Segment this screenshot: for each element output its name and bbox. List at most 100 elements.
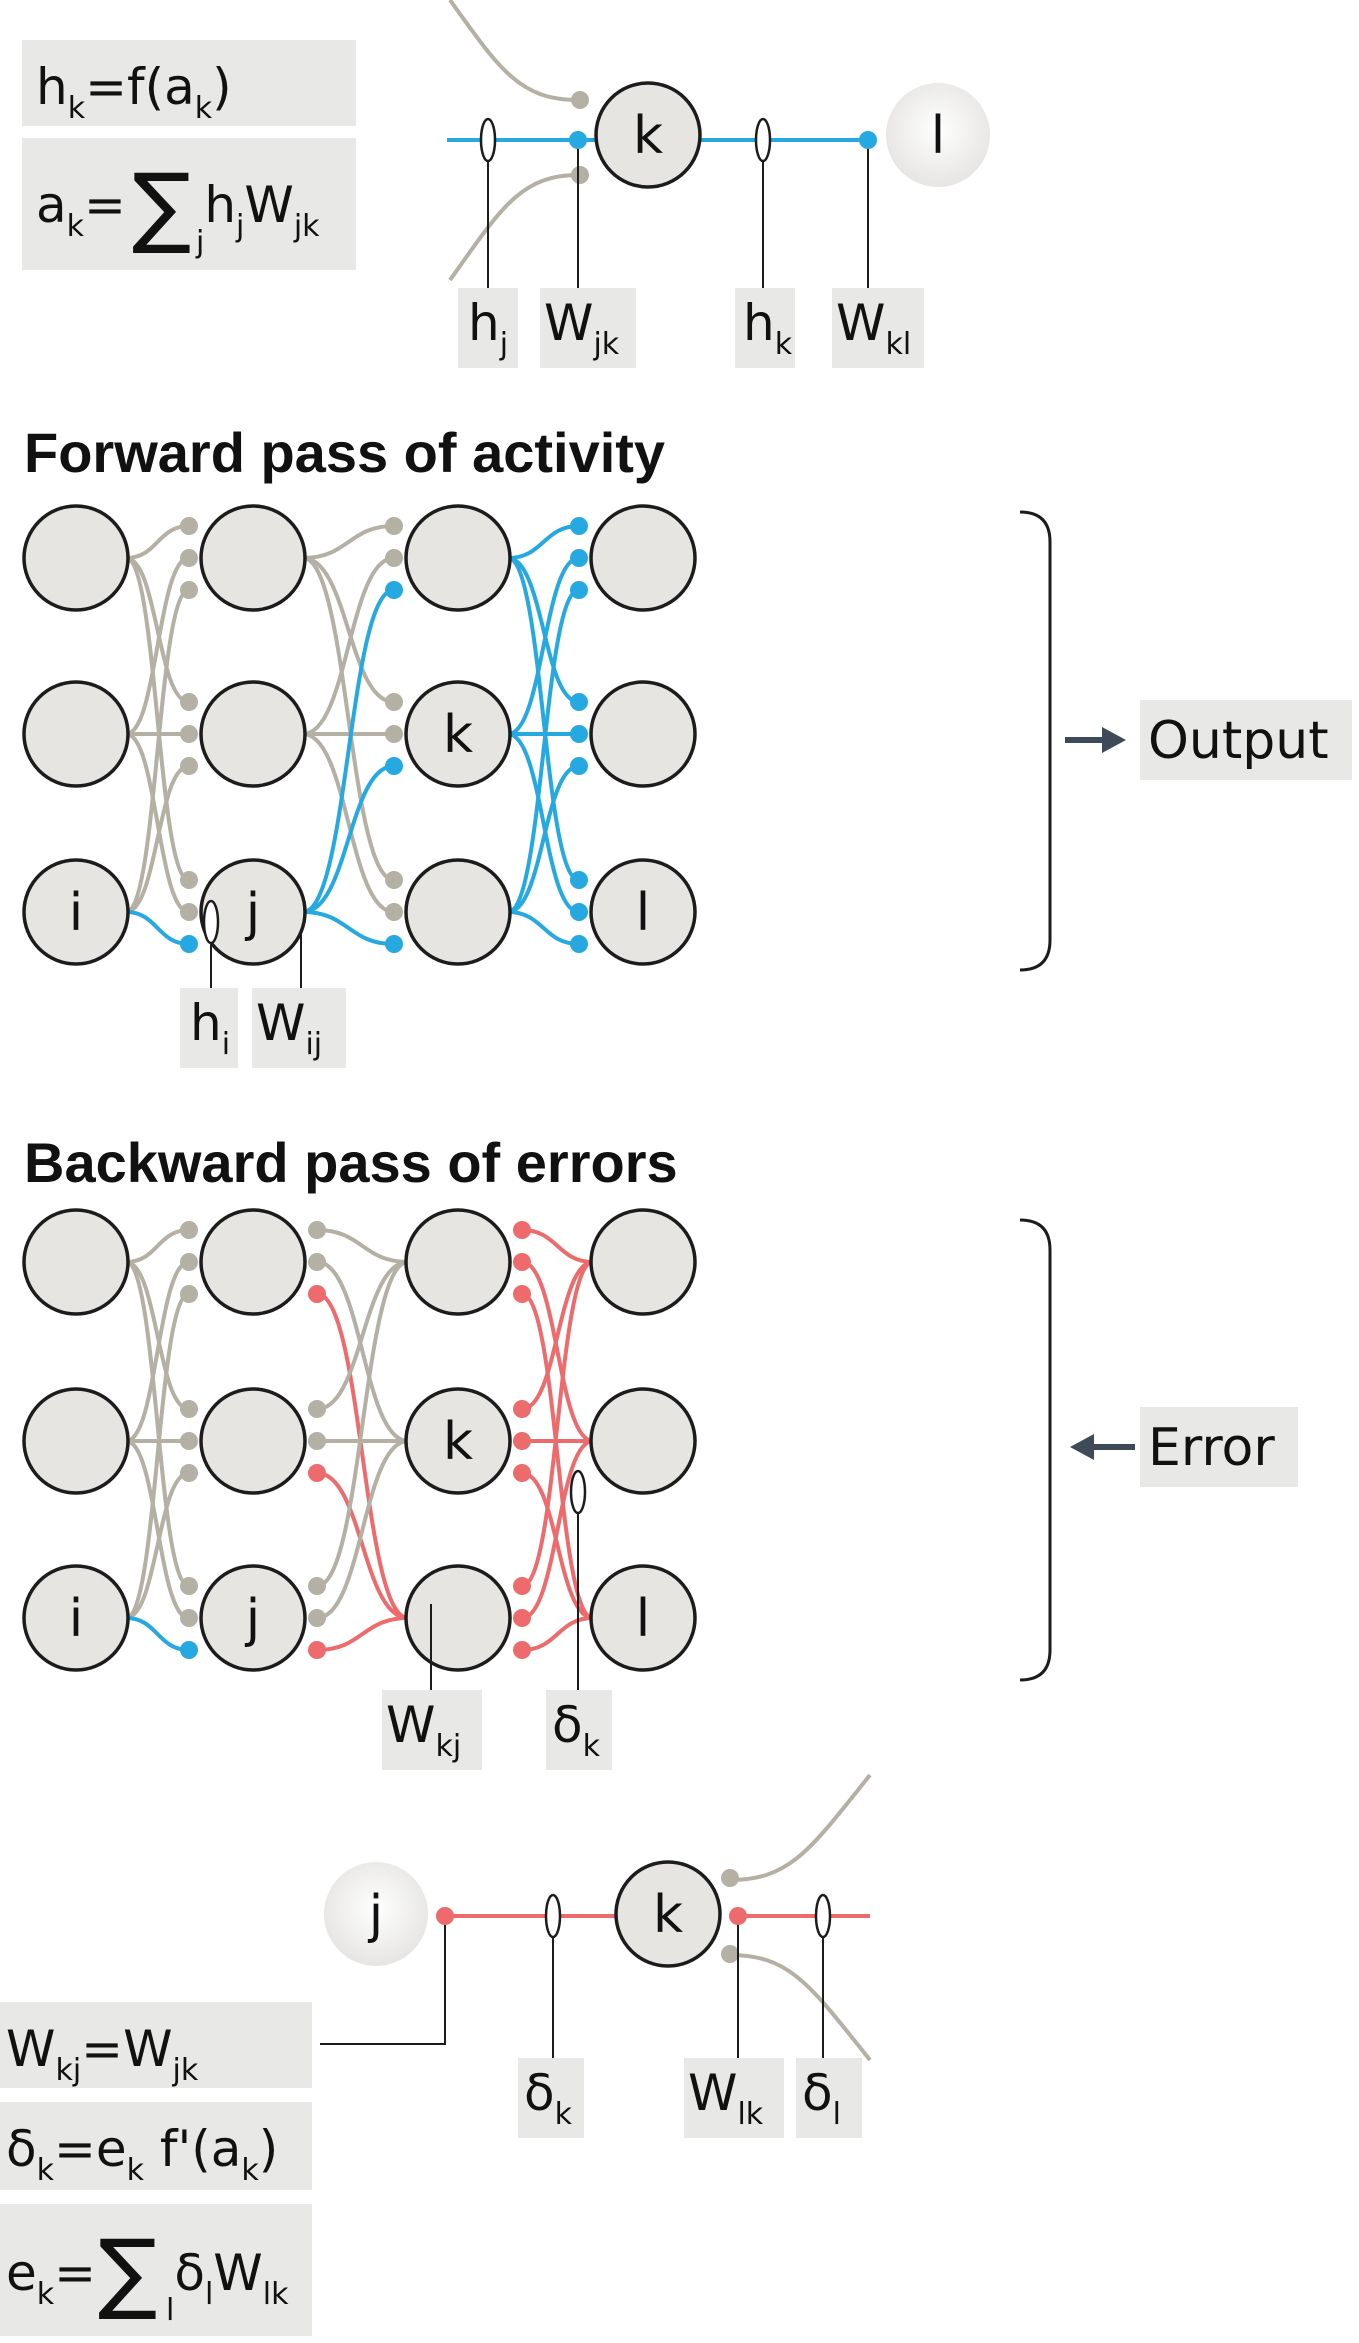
tag-box-wij [252, 988, 346, 1068]
error-label: Error [1148, 1418, 1275, 1478]
bottom-formula-boxes: Wkj=Wjk δk=ek f'(ak) ek= ∑ lδlWlk [0, 2002, 312, 2336]
bwd-node-label-0-2: i [69, 1589, 83, 1649]
bwd-synapse-dot-l1-1-1 [308, 1432, 326, 1450]
output-label-box [1140, 700, 1352, 780]
bwd-node-3-0 [589, 1208, 697, 1316]
fwd-node-2-2 [404, 858, 512, 966]
fwd-node-label-0-2: i [69, 883, 83, 943]
bwd-edge-l1-0-2 [316, 1292, 409, 1620]
bwd-synapse-dot-l1-1-0 [308, 1400, 326, 1418]
marker-hk [754, 117, 772, 163]
forward-annotations: hi Wij Output [180, 510, 1352, 1068]
dot-red-wkj [436, 1907, 454, 1925]
fwd-edge-l1-2-1 [302, 764, 395, 914]
incoming-gray-upper [448, 0, 579, 102]
fwd-edge-l1-1-0 [302, 556, 395, 736]
formula-box-hk [22, 40, 356, 126]
bwd-synapse-dot-l2-0-0 [513, 1221, 531, 1239]
tag-wkl: Wkl [836, 294, 911, 362]
outgoing-gray-upper [729, 1773, 872, 1882]
tag-box-delta-k [546, 1690, 612, 1770]
tag-box-hj [458, 288, 518, 368]
fwd-node-3-2 [589, 858, 697, 966]
tag-box-delta-k-bottom [518, 2058, 584, 2138]
fwd-edge-l2-0-2 [507, 556, 580, 882]
formula-ak-sigma: ∑ [132, 154, 191, 257]
bwd-edge-l1-1-0 [316, 1260, 409, 1411]
fwd-synapse-dot-l1-1-2 [385, 903, 403, 921]
formula-box-delta [0, 2102, 312, 2190]
tag-wjk: Wjk [544, 294, 620, 362]
fwd-edge-l0-1-2 [125, 732, 190, 914]
dot-red-wlk [729, 1907, 747, 1925]
fwd-synapse-dot-l1-2-2 [385, 935, 403, 953]
formula-hk: hk=f(ak) [36, 58, 232, 126]
backward-annotations: Wkj δk Error [382, 1218, 1298, 1770]
fwd-edge-l1-0-2 [302, 556, 395, 882]
bwd-synapse-dot-l2-1-0 [513, 1400, 531, 1418]
bwd-synapse-dot-l0-2-2 [180, 1641, 198, 1659]
fwd-edge-l1-1-2 [302, 732, 395, 914]
fwd-synapse-dot-l2-2-1 [570, 757, 588, 775]
fwd-edge-l2-0-0 [507, 524, 580, 560]
bwd-synapse-dot-l1-2-1 [308, 1609, 326, 1627]
fwd-node-3-1 [589, 680, 697, 788]
fwd-synapse-dot-l1-1-0 [385, 549, 403, 567]
output-arrow-head [1102, 727, 1126, 753]
bwd-edge-l0-2-1 [125, 1471, 190, 1620]
title-backward-pass: Backward pass of errors [24, 1131, 678, 1194]
bwd-node-1-2 [199, 1564, 307, 1672]
bwd-synapse-dot-l0-1-0 [180, 1253, 198, 1271]
bwd-edge-l0-0-2 [125, 1260, 190, 1588]
bwd-synapse-dot-l2-1-2 [513, 1464, 531, 1482]
dot-gray-bottom-upper [721, 1869, 739, 1887]
formula-delta: δk=ek f'(ak) [6, 2120, 278, 2188]
bwd-node-2-0 [404, 1208, 512, 1316]
marker-delta-k [569, 1469, 587, 1515]
bwd-synapse-dot-l0-0-0 [180, 1221, 198, 1239]
bwd-node-1-0 [199, 1208, 307, 1316]
fwd-edge-l1-2-0 [302, 588, 395, 914]
bwd-node-2-1 [404, 1387, 512, 1495]
fwd-edge-l1-2-2 [302, 910, 395, 946]
error-bracket [1019, 1218, 1052, 1682]
dot-gray-bottom-lower [721, 1945, 739, 1963]
fwd-synapse-dot-l1-0-2 [385, 871, 403, 889]
output-label: Output [1148, 711, 1329, 771]
formula-box-ek [0, 2204, 312, 2336]
bwd-edge-l2-2-0 [521, 1260, 594, 1588]
tag-box-wkj [382, 1690, 482, 1770]
fwd-node-1-0 [199, 504, 307, 612]
bwd-synapse-dot-l1-1-2 [308, 1464, 326, 1482]
bwd-edge-l2-2-2 [521, 1616, 594, 1652]
bwd-edge-l2-0-2 [521, 1292, 594, 1620]
fwd-edge-l2-0-1 [507, 556, 580, 704]
bwd-edge-l1-1-2 [316, 1471, 409, 1620]
node-label-k-bottom: k [653, 1885, 683, 1945]
bwd-synapse-dot-l0-0-2 [180, 1577, 198, 1595]
bwd-edge-l0-0-0 [125, 1228, 190, 1264]
fwd-node-0-0 [22, 504, 130, 612]
fwd-edge-l0-2-0 [125, 588, 190, 914]
bwd-edge-l1-0-0 [316, 1228, 409, 1264]
tag-delta-k: δk [552, 1696, 601, 1764]
marker-hi [202, 899, 220, 945]
fwd-edge-l2-2-0 [507, 588, 580, 914]
fwd-synapse-dot-l0-0-2 [180, 871, 198, 889]
fwd-synapse-dot-l2-0-0 [570, 517, 588, 535]
bwd-node-3-2 [589, 1564, 697, 1672]
fwd-synapse-dot-l2-2-0 [570, 581, 588, 599]
fwd-synapse-dot-l2-0-1 [570, 693, 588, 711]
tag-wij: Wij [256, 994, 322, 1062]
dot-gray-lower [571, 166, 589, 184]
node-label-l-top: l [931, 106, 945, 166]
formula-wkj: Wkj=Wjk [6, 2020, 199, 2088]
fwd-synapse-dot-l1-2-1 [385, 757, 403, 775]
tag-hk: hk [743, 294, 793, 362]
fwd-synapse-dot-l0-2-2 [180, 935, 198, 953]
fwd-synapse-dot-l2-2-2 [570, 935, 588, 953]
fwd-edge-l0-0-0 [125, 524, 190, 560]
fwd-synapse-dot-l2-1-1 [570, 725, 588, 743]
bwd-synapse-dot-l2-0-1 [513, 1253, 531, 1271]
